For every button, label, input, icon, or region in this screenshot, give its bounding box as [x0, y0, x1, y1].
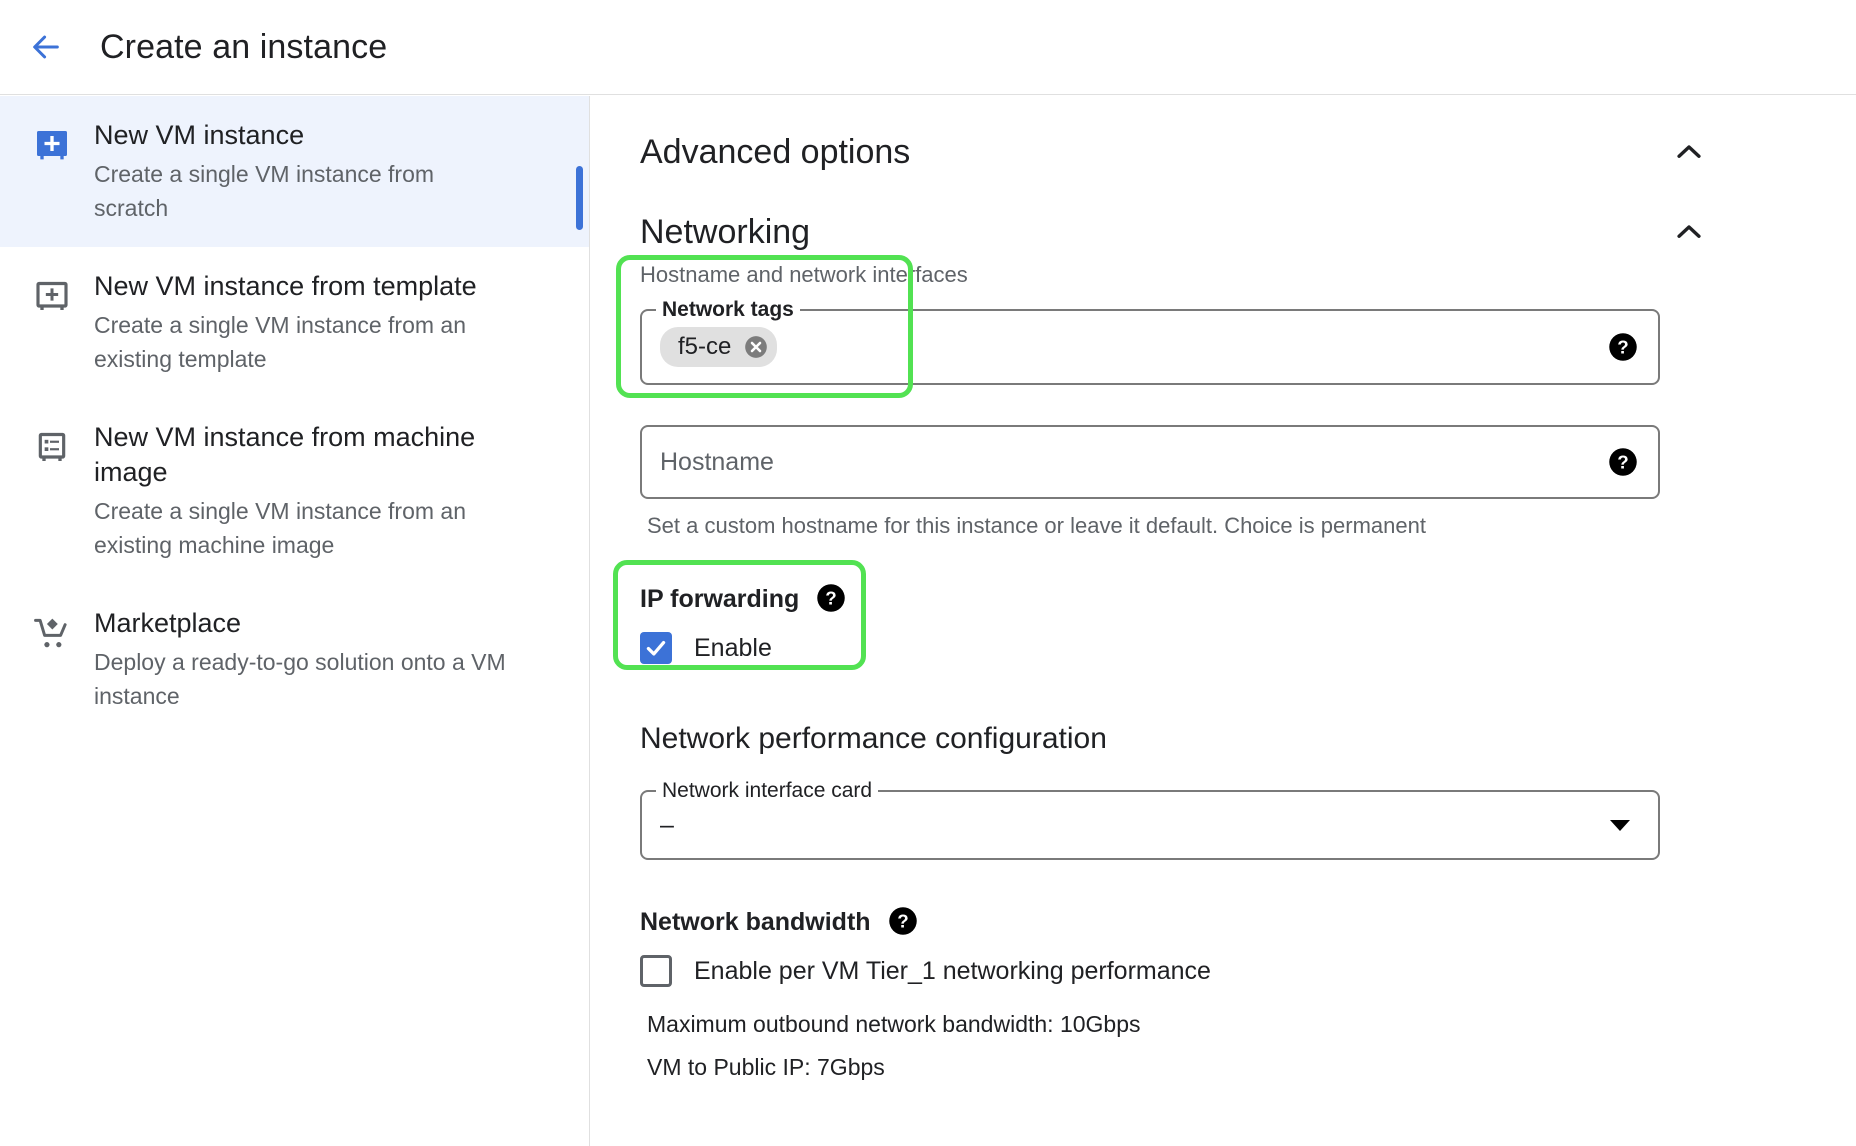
- sidebar-item-title: New VM instance from template: [94, 271, 477, 301]
- back-button[interactable]: [18, 19, 74, 75]
- network-interface-card-select[interactable]: Network interface card –: [640, 779, 1660, 860]
- network-performance-title: Network performance configuration: [640, 722, 1107, 755]
- ip-forwarding-enable-checkbox[interactable]: [640, 632, 672, 664]
- marketplace-cart-icon: [30, 612, 74, 656]
- advanced-options-title: Advanced options: [640, 132, 911, 171]
- ip-forwarding-help-icon[interactable]: ?: [816, 583, 846, 613]
- sidebar-item-title: New VM instance from machine image: [94, 422, 476, 487]
- networking-subtitle: Hostname and network interfaces: [640, 262, 968, 287]
- caret-down-icon[interactable]: [1608, 817, 1632, 833]
- network-tags-label: Network tags: [656, 298, 800, 322]
- network-bandwidth-label: Network bandwidth: [640, 908, 871, 936]
- page-header: Create an instance: [0, 0, 1856, 95]
- creation-method-sidebar: New VM instance Create a single VM insta…: [0, 96, 590, 1146]
- sidebar-item-new-vm-instance[interactable]: New VM instance Create a single VM insta…: [0, 96, 589, 247]
- tier1-networking-row[interactable]: Enable per VM Tier_1 networking performa…: [640, 955, 1856, 987]
- hostname-helper-text: Set a custom hostname for this instance …: [647, 513, 1426, 538]
- networking-title: Networking: [640, 212, 811, 251]
- network-interface-card-label: Network interface card: [656, 779, 879, 803]
- network-tag-chip-label: f5-ce: [678, 333, 732, 360]
- ip-forwarding-label-row: IP forwarding ?: [640, 583, 1856, 614]
- hostname-help-icon[interactable]: ?: [1608, 447, 1638, 477]
- sidebar-item-text: Marketplace Deploy a ready-to-go solutio…: [94, 606, 514, 713]
- sidebar-item-new-vm-from-template[interactable]: New VM instance from template Create a s…: [0, 247, 589, 398]
- network-tags-field[interactable]: Network tags f5-ce ?: [640, 298, 1660, 385]
- networking-header[interactable]: Networking: [640, 206, 1715, 258]
- network-bandwidth-label-row: Network bandwidth ?: [640, 906, 1856, 937]
- sidebar-item-new-vm-from-machine-image[interactable]: New VM instance from machine image Creat…: [0, 398, 589, 584]
- close-circle-icon[interactable]: [743, 334, 769, 360]
- machine-image-icon: [30, 426, 74, 470]
- sidebar-item-title: New VM instance: [94, 120, 305, 150]
- tier1-networking-label: Enable per VM Tier_1 networking performa…: [694, 956, 1211, 985]
- networking-collapse-button[interactable]: [1663, 206, 1715, 258]
- ip-forwarding-label: IP forwarding: [640, 585, 800, 613]
- main-panel: Advanced options Networking Hostna: [591, 96, 1856, 1146]
- network-bandwidth-help-icon[interactable]: ?: [888, 906, 918, 936]
- network-tags-help-icon[interactable]: ?: [1608, 332, 1638, 362]
- chevron-up-icon: [1672, 215, 1706, 249]
- arrow-left-icon: [29, 30, 63, 64]
- network-interface-card-value: –: [660, 810, 674, 839]
- vm-to-public-ip-text: VM to Public IP: 7Gbps: [647, 1054, 885, 1080]
- sidebar-item-text: New VM instance from machine image Creat…: [94, 420, 514, 562]
- svg-text:?: ?: [1617, 452, 1628, 473]
- advanced-options-collapse-button[interactable]: [1663, 126, 1715, 178]
- sidebar-item-desc: Deploy a ready-to-go solution onto a VM …: [94, 649, 506, 709]
- chevron-up-icon: [1672, 135, 1706, 169]
- page-title: Create an instance: [100, 27, 388, 66]
- tier1-networking-checkbox[interactable]: [640, 955, 672, 987]
- svg-text:?: ?: [1617, 337, 1628, 358]
- sidebar-item-desc: Create a single VM instance from scratch: [94, 161, 435, 221]
- svg-text:?: ?: [826, 588, 837, 609]
- ip-forwarding-enable-row[interactable]: Enable: [640, 632, 1856, 664]
- sidebar-item-marketplace[interactable]: Marketplace Deploy a ready-to-go solutio…: [0, 584, 589, 735]
- vm-instance-template-icon: [30, 275, 74, 319]
- hostname-field[interactable]: Hostname ?: [640, 425, 1660, 499]
- network-tag-chip[interactable]: f5-ce: [660, 327, 778, 367]
- sidebar-item-title: Marketplace: [94, 608, 242, 638]
- hostname-input[interactable]: Hostname: [660, 447, 774, 476]
- sidebar-item-desc: Create a single VM instance from an exis…: [94, 312, 467, 372]
- sidebar-item-desc: Create a single VM instance from an exis…: [94, 498, 467, 558]
- ip-forwarding-enable-label: Enable: [694, 633, 772, 662]
- max-outbound-bandwidth-text: Maximum outbound network bandwidth: 10Gb…: [647, 1011, 1141, 1037]
- sidebar-item-text: New VM instance from template Create a s…: [94, 269, 514, 376]
- advanced-options-header[interactable]: Advanced options: [640, 126, 1715, 178]
- svg-text:?: ?: [897, 911, 908, 932]
- sidebar-item-text: New VM instance Create a single VM insta…: [94, 118, 514, 225]
- vm-instance-add-filled-icon: [30, 124, 74, 168]
